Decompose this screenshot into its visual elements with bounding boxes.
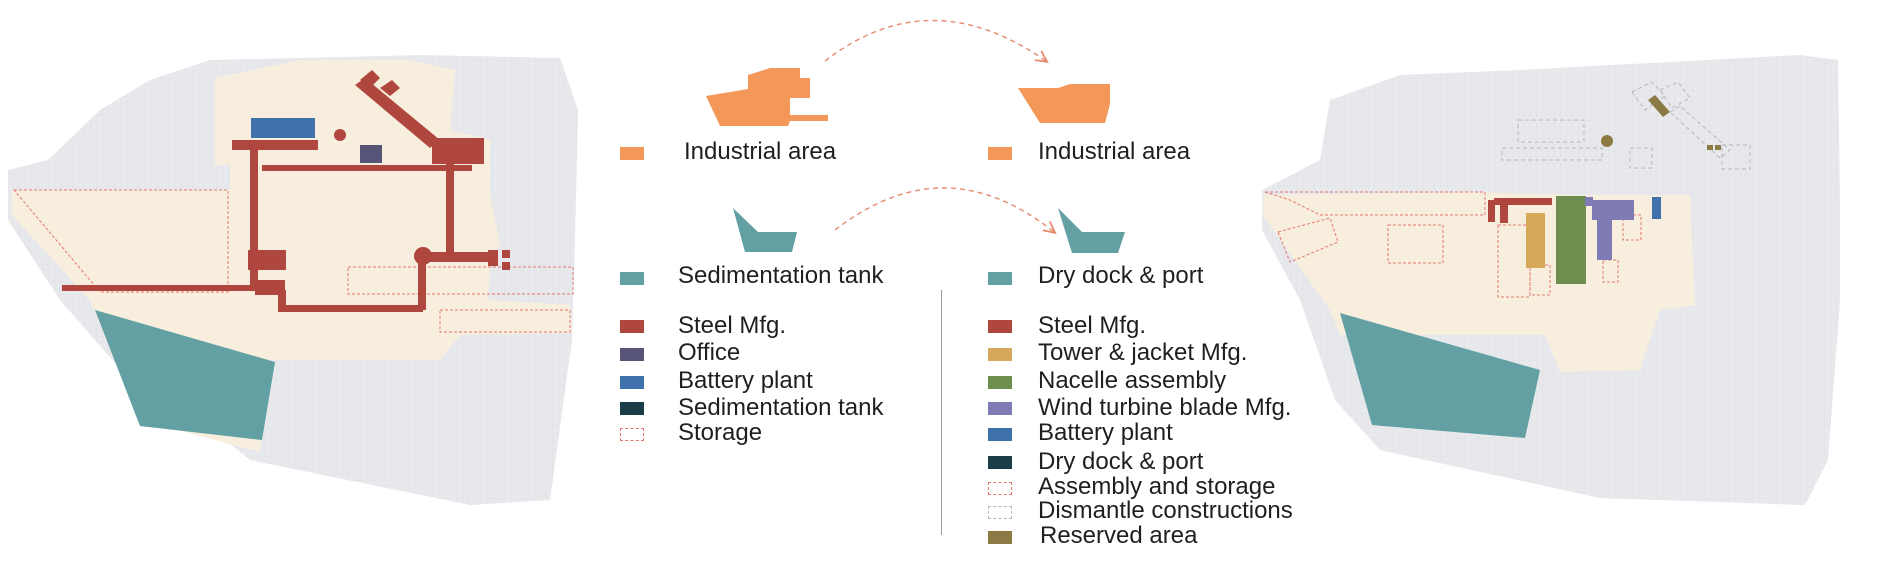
legend-swatch-dock <box>988 456 1012 469</box>
legend-swatch-reserved <box>988 531 1012 544</box>
legend-swatch-steel <box>620 320 644 333</box>
industrial-label-left: Industrial area <box>684 138 837 165</box>
legend-label-steel-right: Steel Mfg. <box>1038 312 1147 339</box>
legend-swatch-tower <box>988 348 1012 361</box>
legend-swatch-battery-right <box>988 428 1012 441</box>
dry-dock-shape <box>1058 208 1125 253</box>
sedimentation-swatch-top <box>620 272 644 285</box>
industrial-swatch-right <box>988 147 1012 160</box>
legend-label-dismantle: Dismantle constructions <box>1038 497 1293 524</box>
legend-label-battery: Battery plant <box>678 367 813 394</box>
legend-label-dock: Dry dock & port <box>1038 448 1204 475</box>
sedimentation-tank-shape <box>733 208 797 252</box>
right-dry-dock <box>1340 313 1540 438</box>
right-reserved-area <box>1601 95 1721 150</box>
legend-swatch-assembly <box>988 482 1012 495</box>
left-steel-mfg <box>62 70 510 312</box>
right-assembly-outlines <box>1264 191 1642 298</box>
legend-label-blade: Wind turbine blade Mfg. <box>1038 394 1292 421</box>
transform-arrow-tank <box>834 187 1054 232</box>
dock-label-right: Dry dock & port <box>1038 262 1204 289</box>
legend-swatch-battery <box>620 376 644 389</box>
legend-swatch-sedimentation <box>620 402 644 415</box>
legend-label-reserved: Reserved area <box>1040 522 1198 549</box>
left-sedimentation-tank <box>95 310 275 440</box>
sedimentation-label-left: Sedimentation tank <box>678 262 884 289</box>
transform-arrow-industrial <box>824 19 1046 62</box>
legend-swatch-office <box>620 348 644 361</box>
legend-swatch-nacelle <box>988 376 1012 389</box>
left-battery-plant <box>251 118 315 138</box>
right-nacelle-assembly <box>1556 196 1586 284</box>
right-tower-jacket <box>1526 213 1545 268</box>
industrial-area-shape-before <box>706 68 828 126</box>
dock-swatch-top <box>988 272 1012 285</box>
right-dismantle-outlines <box>1501 81 1751 170</box>
legend-divider <box>941 290 942 535</box>
legend-label-sedimentation: Sedimentation tank <box>678 394 884 421</box>
legend-label-steel: Steel Mfg. <box>678 312 787 339</box>
industrial-area-shape-after <box>1018 84 1110 123</box>
right-steel-mfg <box>1488 198 1552 223</box>
right-battery-plant <box>1652 197 1661 219</box>
left-site-map <box>8 55 578 505</box>
right-blade-mfg <box>1585 197 1634 260</box>
legend-label-assembly: Assembly and storage <box>1038 473 1276 500</box>
legend-swatch-steel-right <box>988 320 1012 333</box>
industrial-label-right: Industrial area <box>1038 138 1191 165</box>
legend-swatch-blade <box>988 402 1012 415</box>
industrial-swatch-left <box>620 147 644 160</box>
legend-label-tower: Tower & jacket Mfg. <box>1038 339 1248 366</box>
legend-swatch-dismantle <box>988 506 1012 519</box>
legend-label-storage: Storage <box>678 419 763 446</box>
legend-label-nacelle: Nacelle assembly <box>1038 367 1227 394</box>
legend-label-battery-right: Battery plant <box>1038 419 1173 446</box>
left-office <box>360 145 382 163</box>
legend-label-office: Office <box>678 339 741 366</box>
left-storage-outlines <box>12 189 574 333</box>
legend-swatch-storage <box>620 428 644 441</box>
right-site-map <box>1262 55 1840 505</box>
